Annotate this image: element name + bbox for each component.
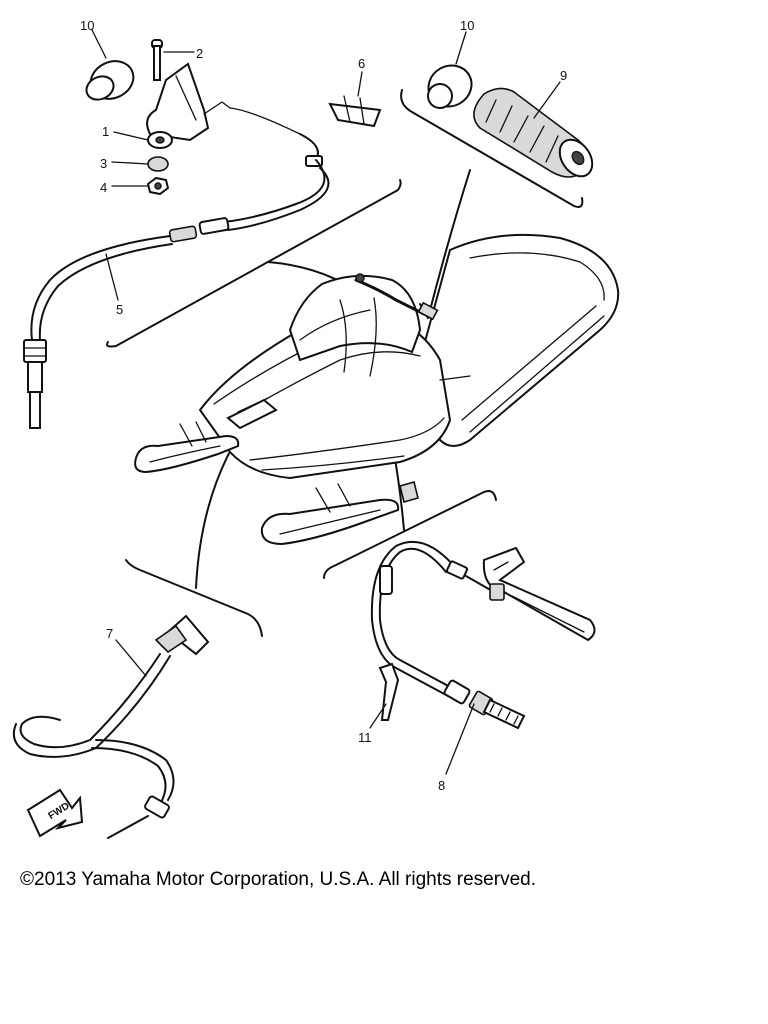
part-11-cable-tie: [378, 662, 400, 721]
bottom-left-panel-border: [125, 559, 263, 637]
part-7-speedometer-cable: [12, 614, 210, 839]
leader-line-3: [111, 161, 149, 165]
part-1-washer: [147, 131, 173, 149]
top-right-panel-border: [400, 89, 584, 208]
part-2-pin: [151, 39, 163, 81]
callout-9: 9: [560, 68, 567, 83]
leader-line-8: [445, 703, 475, 775]
part-4-nut: [146, 176, 170, 196]
callout-6: 6: [358, 56, 365, 71]
part-10-grip-ring-right: [427, 64, 473, 109]
part-6-clip: [328, 95, 382, 128]
callout-10-right: 10: [460, 18, 474, 33]
callout-11: 11: [358, 730, 372, 745]
callout-10-left: 10: [80, 18, 94, 33]
fwd-arrow-icon: FWD: [26, 788, 84, 838]
bottom-right-panel-border: [323, 490, 497, 579]
leader-line-6: [357, 71, 363, 97]
part-8-brake-cable: [370, 541, 526, 730]
leader-line-7: [115, 639, 147, 677]
leader-arrow-grip: [427, 169, 471, 319]
callout-1: 1: [102, 124, 109, 139]
leader-line-1: [113, 131, 149, 141]
leader-line-10b: [455, 31, 467, 65]
leader-line-11: [369, 703, 387, 729]
leader-line-10a: [91, 29, 107, 59]
leader-line-5: [105, 253, 119, 301]
top-left-panel-border: [106, 179, 402, 348]
part-5-throttle-cable: [23, 133, 330, 429]
part-9-handlebar-grip: [473, 87, 594, 178]
part-3-washer: [147, 156, 169, 172]
callout-3: 3: [100, 156, 107, 171]
copyright-notice: ©2013 Yamaha Motor Corporation, U.S.A. A…: [20, 869, 536, 890]
callout-4: 4: [100, 180, 107, 195]
parts-diagram: FWD 10 2 1 3 4 5 6 10 9 7: [12, 18, 620, 839]
leader-line-9: [533, 81, 561, 119]
throttle-lever-bracket: [146, 62, 301, 142]
callout-8: 8: [438, 778, 445, 793]
callout-2: 2: [196, 46, 203, 61]
part-10-grip-ring-left: [85, 60, 135, 101]
snowmobile: [134, 233, 620, 546]
callout-7: 7: [106, 626, 113, 641]
callout-5: 5: [116, 302, 123, 317]
brake-lever: [482, 546, 596, 642]
